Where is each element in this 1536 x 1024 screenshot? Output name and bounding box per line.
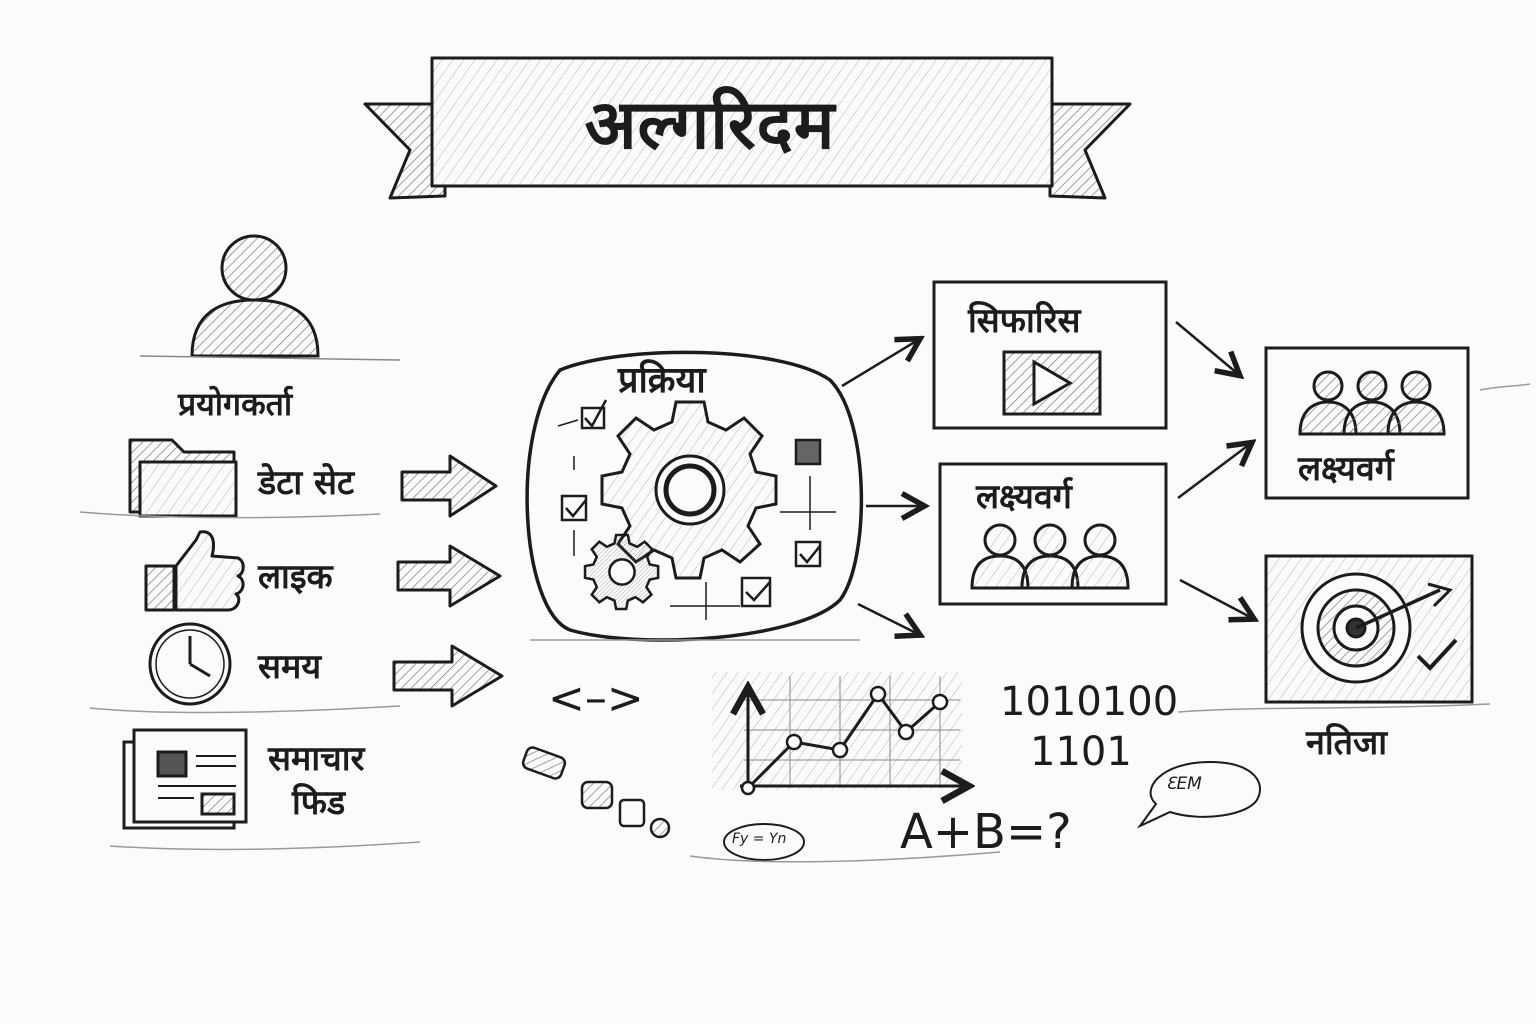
user-label: प्रयोगकर्ता: [178, 385, 293, 423]
gear-icon: [583, 400, 778, 611]
recommendation-box: [932, 280, 1168, 430]
result-box: [1264, 554, 1474, 704]
title-banner: [363, 56, 1132, 200]
input-label-like: लाइक: [258, 557, 333, 597]
input-arrow: [392, 644, 504, 708]
input-arrow: [396, 544, 502, 608]
binary-line-2: 1101: [1030, 729, 1132, 775]
recommendation-label: सिफारिस: [968, 301, 1081, 341]
result-label: नतिजा: [1306, 723, 1388, 763]
code-symbol: <–>: [548, 673, 644, 724]
flow-arrow: [1175, 321, 1238, 374]
audience-label: लक्ष्यवर्ग: [976, 477, 1072, 517]
target-icon: [1300, 572, 1453, 684]
binary-line-1: 1010100: [1000, 679, 1179, 725]
flow-arrow: [841, 340, 918, 388]
final-audience-label: लक्ष्यवर्ग: [1298, 449, 1394, 489]
group-icon: [970, 523, 1130, 590]
formula-ellipse: [723, 823, 805, 861]
group-icon: [1298, 370, 1446, 436]
flow-arrow: [857, 602, 918, 634]
process-label: प्रक्रिया: [618, 360, 706, 401]
input-label-newsfeed-1: समाचार: [268, 739, 365, 779]
final-audience-box: [1264, 346, 1470, 500]
speech-bubble: [1136, 760, 1261, 829]
line-chart-decoration: [712, 672, 966, 794]
input-arrow: [400, 454, 498, 518]
user-icon: [139, 234, 401, 361]
play-video-icon: [1032, 359, 1073, 407]
clock-icon: [148, 622, 232, 706]
folder-icon: [128, 438, 238, 518]
input-arrows: [392, 454, 504, 708]
sketch-strokes: [79, 383, 1531, 863]
flow-arrow: [1179, 578, 1252, 618]
thumbs-up-icon: [144, 530, 245, 612]
checklist: [557, 399, 836, 620]
input-label-newsfeed-2: फिड: [292, 783, 346, 823]
equation-text: A+B=?: [900, 804, 1072, 860]
newspaper-icon: [122, 728, 248, 830]
input-label-dataset: डेटा सेट: [258, 463, 355, 503]
flow-arrows: [841, 321, 1252, 634]
input-label-time: समय: [258, 647, 322, 687]
flow-arrow: [1177, 444, 1250, 499]
bubble-text: ƐEM: [1166, 774, 1202, 794]
robot-arm-doodle: [521, 746, 671, 839]
audience-box: [938, 462, 1168, 606]
check-icon: [1416, 638, 1458, 671]
page-title: अल्गरिदम: [584, 86, 836, 165]
formula-text: Fy = Yn: [732, 831, 787, 847]
